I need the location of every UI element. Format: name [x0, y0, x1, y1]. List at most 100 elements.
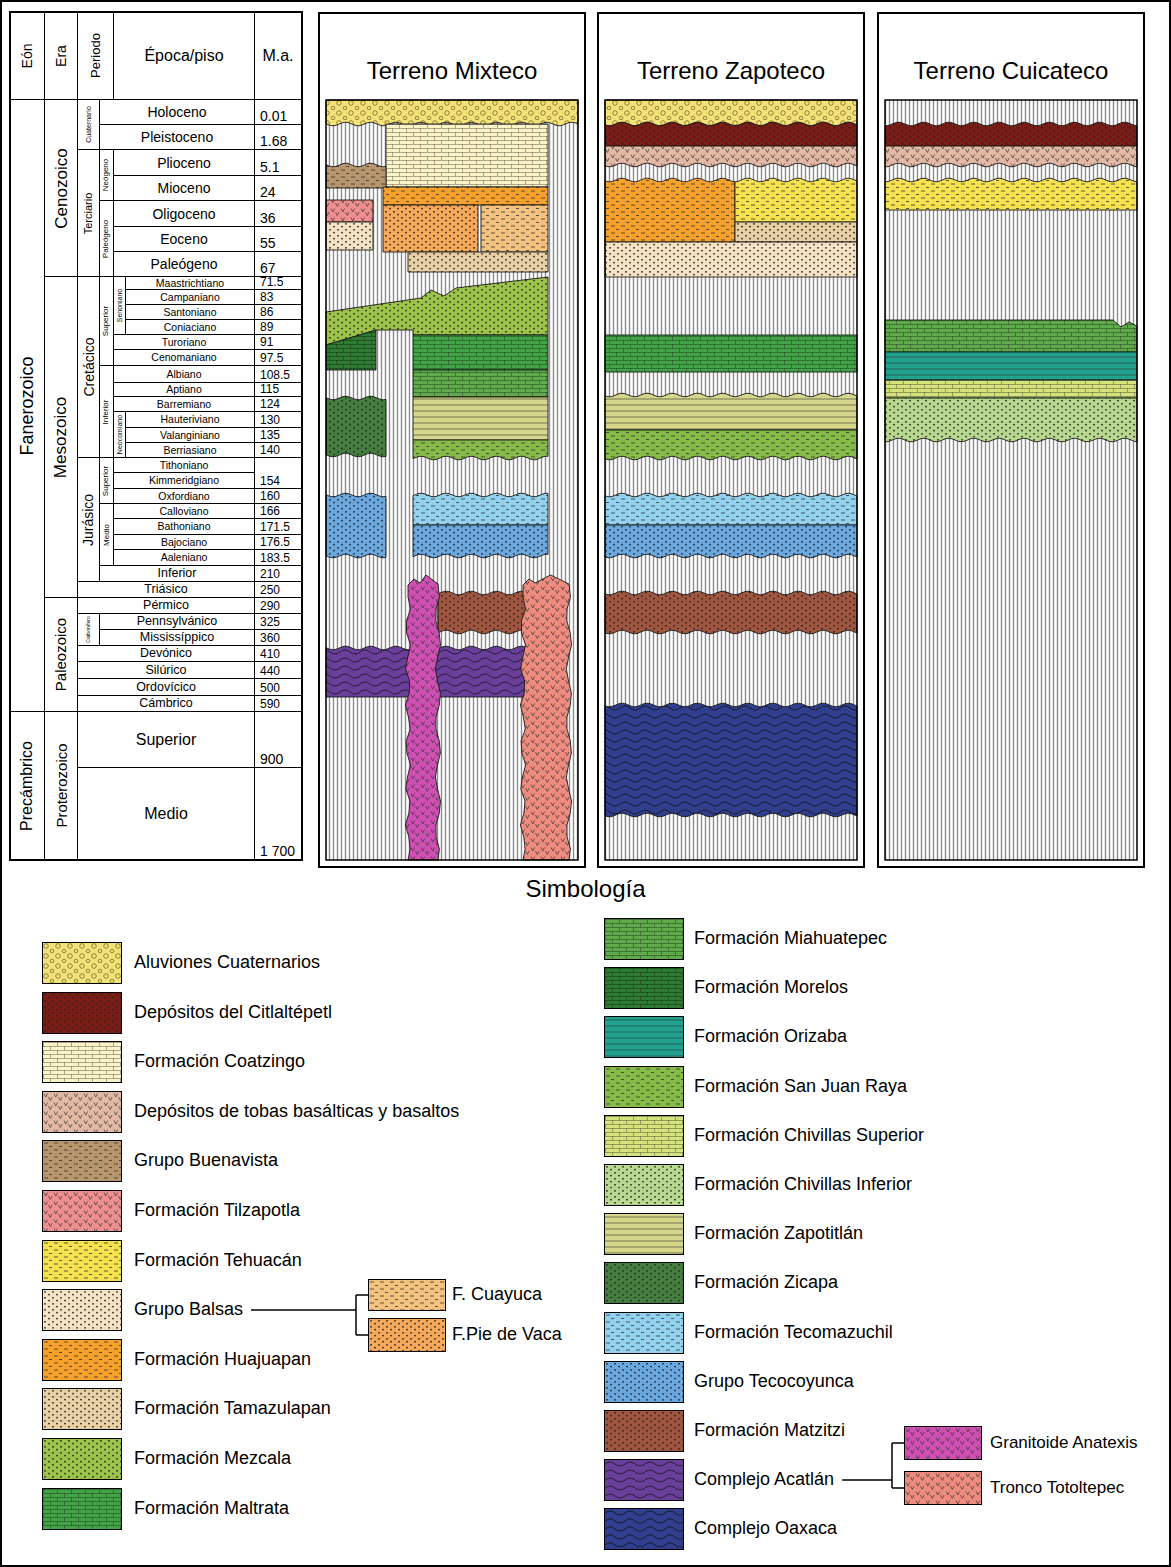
legend-swatch	[604, 1213, 684, 1255]
stratum-fill	[885, 352, 1137, 380]
age-value: 124	[260, 398, 280, 410]
swatch-pattern	[43, 1290, 122, 1331]
time-scale-cell: 360	[255, 630, 302, 646]
time-unit-label: Turoriano	[162, 337, 207, 348]
swatch-pattern	[43, 1141, 122, 1182]
legend-entry: Granitoide Anatexis	[990, 1426, 1137, 1460]
age-value: 108.5	[260, 369, 290, 381]
time-unit-label: Triásico	[144, 583, 187, 596]
time-unit-label: Plioceno	[157, 156, 211, 170]
group-bracket	[355, 1295, 357, 1335]
legend-swatch	[42, 1488, 122, 1530]
time-unit-label: Oxfordiano	[158, 491, 209, 502]
swatch-texture	[605, 1067, 684, 1108]
age-value: 89	[260, 321, 273, 333]
time-scale-cell: 89	[255, 320, 302, 335]
time-unit-label: Oligoceno	[152, 207, 215, 221]
time-scale-cell: Carbonífero	[78, 614, 100, 646]
swatch-pattern	[605, 1362, 684, 1403]
age-value: 67	[260, 261, 276, 275]
stratum-outline	[735, 178, 857, 222]
time-scale-cell: Mississíppico	[100, 630, 255, 646]
time-scale-cell: Silúrico	[78, 662, 255, 679]
swatch-pattern	[605, 1263, 684, 1304]
stratum-outline	[413, 397, 548, 440]
legend-swatch	[42, 1190, 122, 1232]
swatch-texture	[369, 1319, 446, 1352]
legend-swatch	[604, 1016, 684, 1058]
legend-text: Formación Tilzapotla	[134, 1201, 300, 1221]
legend-text: Formación Maltrata	[134, 1499, 289, 1519]
stratum-outline	[605, 703, 857, 817]
time-scale-cell: Pleistoceno	[100, 125, 255, 150]
time-unit-label: Barremiano	[157, 399, 211, 410]
legend-swatch	[604, 918, 684, 960]
legend-swatch	[604, 1459, 684, 1501]
swatch-pattern	[369, 1280, 446, 1311]
stratum-fill	[885, 122, 1137, 146]
swatch-texture	[605, 1362, 684, 1403]
time-scale-cell: 500	[255, 679, 302, 696]
age-value: 130	[260, 414, 280, 426]
time-unit-label: M.a.	[262, 48, 293, 64]
stratum-pattern	[605, 525, 857, 558]
stratum-fill	[885, 320, 1137, 352]
legend-entry: Formación Coatzingo	[134, 1041, 305, 1083]
time-scale-cell: Inferior	[100, 566, 255, 582]
stratum-fill	[413, 525, 548, 558]
time-unit-label: Superior	[103, 465, 111, 495]
stratum-pattern	[605, 178, 735, 242]
legend-text: F. Cuayuca	[452, 1285, 542, 1305]
stratum-pattern	[413, 370, 548, 397]
swatch-texture	[43, 1489, 122, 1530]
legend-entry: Formación Huajuapan	[134, 1339, 311, 1381]
stratum-pattern	[326, 330, 376, 370]
legend-swatch	[604, 1262, 684, 1304]
time-unit-label: Neocomiano	[116, 415, 123, 454]
legend-entry: Complejo Oaxaca	[694, 1508, 837, 1550]
stratum-pattern	[885, 320, 1137, 352]
stratum-fill	[885, 178, 1137, 210]
time-scale-cell: Inferior	[100, 366, 114, 458]
age-value: 176.5	[260, 536, 290, 548]
stratum-fill	[605, 703, 857, 817]
time-unit-label: Mississíppico	[140, 631, 214, 644]
time-unit-label: Cuaternario	[85, 106, 92, 143]
legend-swatch	[42, 992, 122, 1034]
swatch-pattern	[605, 1017, 684, 1058]
column-frame	[885, 100, 1137, 860]
legend-swatch	[42, 1091, 122, 1133]
stratum-fill	[605, 493, 857, 525]
time-scale-cell: 590	[255, 696, 302, 712]
age-value: 71.5	[260, 276, 283, 288]
legend-text: Formación Tecomazuchil	[694, 1323, 893, 1343]
legend-entry: Formación Tamazulapan	[134, 1388, 331, 1430]
legend-entry: Formación Chivillas Inferior	[694, 1164, 912, 1206]
age-value: 290	[260, 600, 280, 612]
time-unit-label: Precámbrico	[19, 741, 35, 831]
stratum-outline	[605, 591, 857, 634]
age-value: 325	[260, 616, 280, 628]
stratum-outline	[326, 100, 578, 126]
legend-text: Grupo Balsas	[134, 1300, 243, 1320]
time-scale-cell: Ordovícico	[78, 679, 255, 696]
legend-entry: F. Cuayuca	[452, 1279, 542, 1311]
column-frame	[605, 100, 857, 860]
stratum-fill	[605, 525, 857, 558]
swatch-texture	[905, 1472, 982, 1505]
legend-swatch	[42, 1240, 122, 1282]
time-unit-label: Cenomaniano	[151, 352, 216, 363]
age-value: 154	[260, 475, 280, 487]
swatch-pattern	[43, 1092, 122, 1133]
legend-text: Formación Morelos	[694, 978, 848, 998]
legend-swatch	[42, 1388, 122, 1430]
time-unit-label: Medio	[144, 806, 188, 822]
time-unit-label: Maastrichtiano	[156, 278, 224, 289]
column-frame	[326, 100, 578, 860]
time-scale-cell: 71.5	[255, 277, 302, 290]
time-unit-label: Paleógeno	[151, 257, 218, 271]
time-scale-cell: Cenomaniano	[114, 350, 255, 366]
legend-heading-box: Simbología	[0, 876, 1171, 902]
stratum-outline	[735, 222, 857, 242]
time-scale-cell: Mesozoico	[45, 277, 78, 598]
